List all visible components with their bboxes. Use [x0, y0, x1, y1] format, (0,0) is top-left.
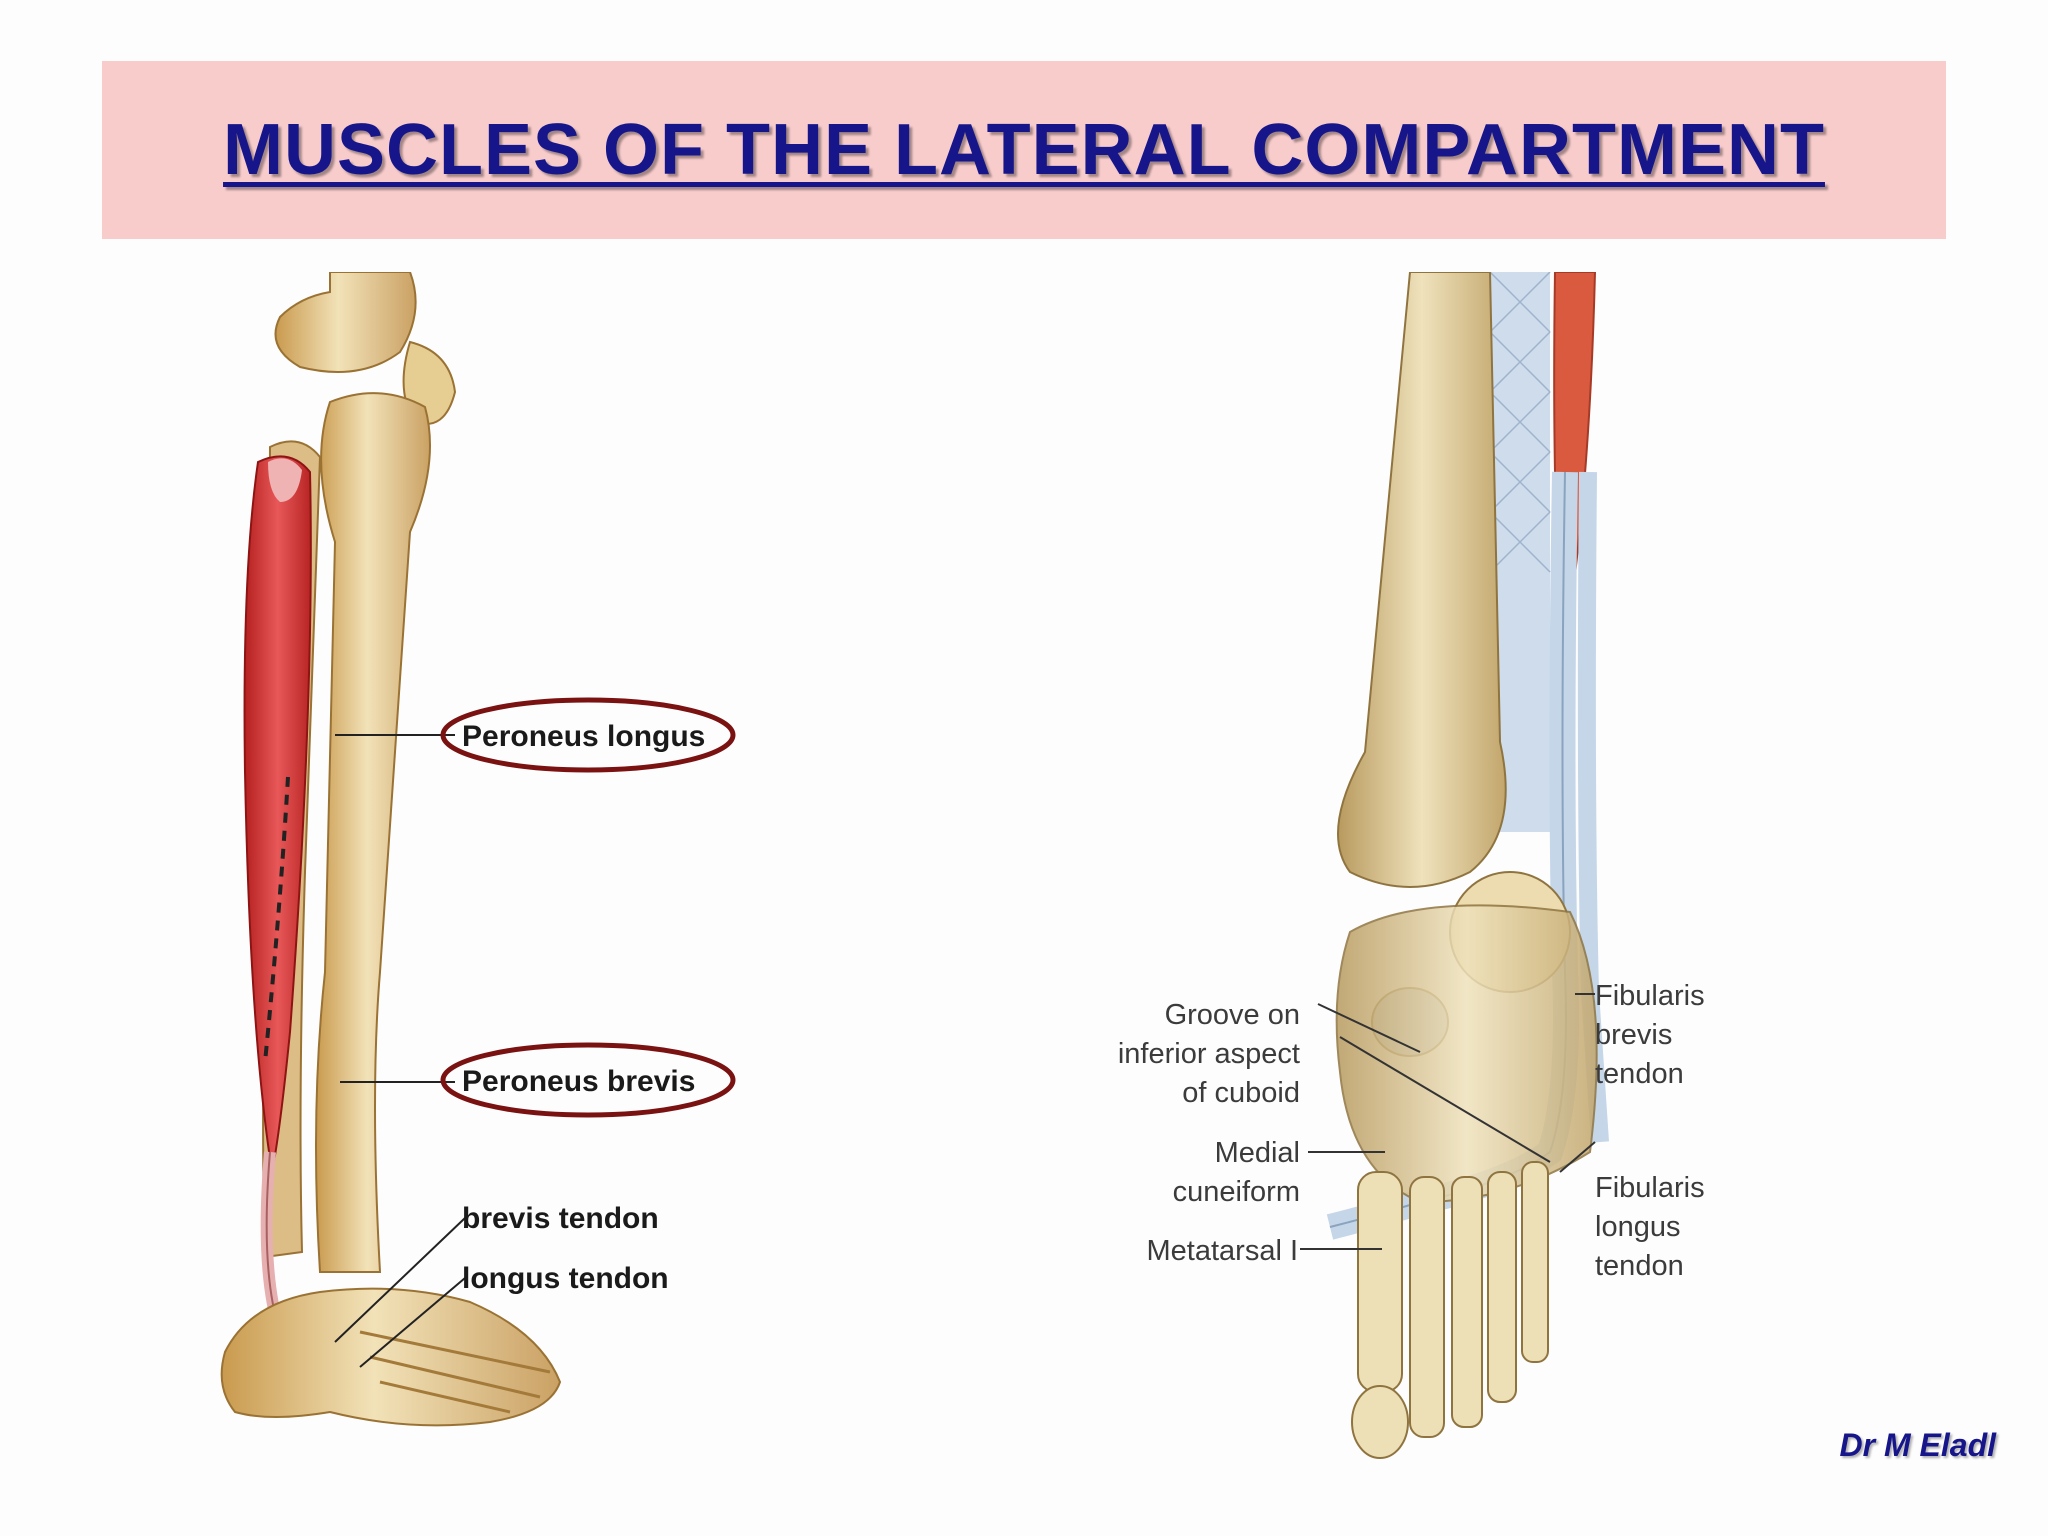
title-banner: MUSCLES OF THE LATERAL COMPARTMENT	[102, 61, 1946, 239]
highlight-oval-longus	[440, 697, 736, 773]
label-peroneus-brevis: Peroneus brevis	[462, 1065, 695, 1098]
label-groove-3: of cuboid	[1182, 1077, 1300, 1109]
leg-lateral-illustration: Peroneus longus Peroneus brevis brevis t…	[210, 271, 790, 1472]
tibia	[315, 392, 431, 1273]
label-brevis-tendon: brevis tendon	[462, 1202, 659, 1235]
label-peroneus-longus: Peroneus longus	[462, 720, 705, 753]
foot-bones	[220, 1287, 562, 1427]
label-groove-1: Groove on	[1165, 999, 1300, 1031]
label-fib-longus-3: tendon	[1595, 1250, 1684, 1282]
label-fib-brevis-1: Fibularis	[1595, 980, 1705, 1012]
foot-plantar-svg: Groove on inferior aspect of cuboid Medi…	[1118, 271, 1705, 1459]
tarsal-bones	[1335, 904, 1598, 1204]
tibia-distal	[1337, 271, 1507, 888]
author-credit: Dr M Eladl	[1839, 1427, 1996, 1463]
label-groove-2: inferior aspect	[1118, 1038, 1300, 1070]
highlight-oval-brevis	[440, 1042, 736, 1118]
label-fib-longus-2: longus	[1595, 1211, 1680, 1243]
label-medial-1: Medial	[1215, 1137, 1300, 1169]
label-metatarsal: Metatarsal I	[1147, 1235, 1299, 1267]
foot-plantar-illustration: Groove on inferior aspect of cuboid Medi…	[1090, 271, 1840, 1492]
longus-origin	[268, 458, 302, 502]
label-medial-2: cuneiform	[1173, 1176, 1300, 1208]
slide-title: MUSCLES OF THE LATERAL COMPARTMENT	[223, 110, 1825, 190]
label-fib-brevis-2: brevis	[1595, 1019, 1672, 1051]
femur-distal	[274, 271, 417, 373]
label-longus-tendon: longus tendon	[462, 1262, 669, 1295]
label-fib-longus-1: Fibularis	[1595, 1172, 1705, 1204]
metatarsals-phalanges	[1351, 1161, 1549, 1459]
label-fib-brevis-3: tendon	[1595, 1058, 1684, 1090]
leg-lateral-svg: Peroneus longus Peroneus brevis brevis t…	[220, 271, 736, 1427]
